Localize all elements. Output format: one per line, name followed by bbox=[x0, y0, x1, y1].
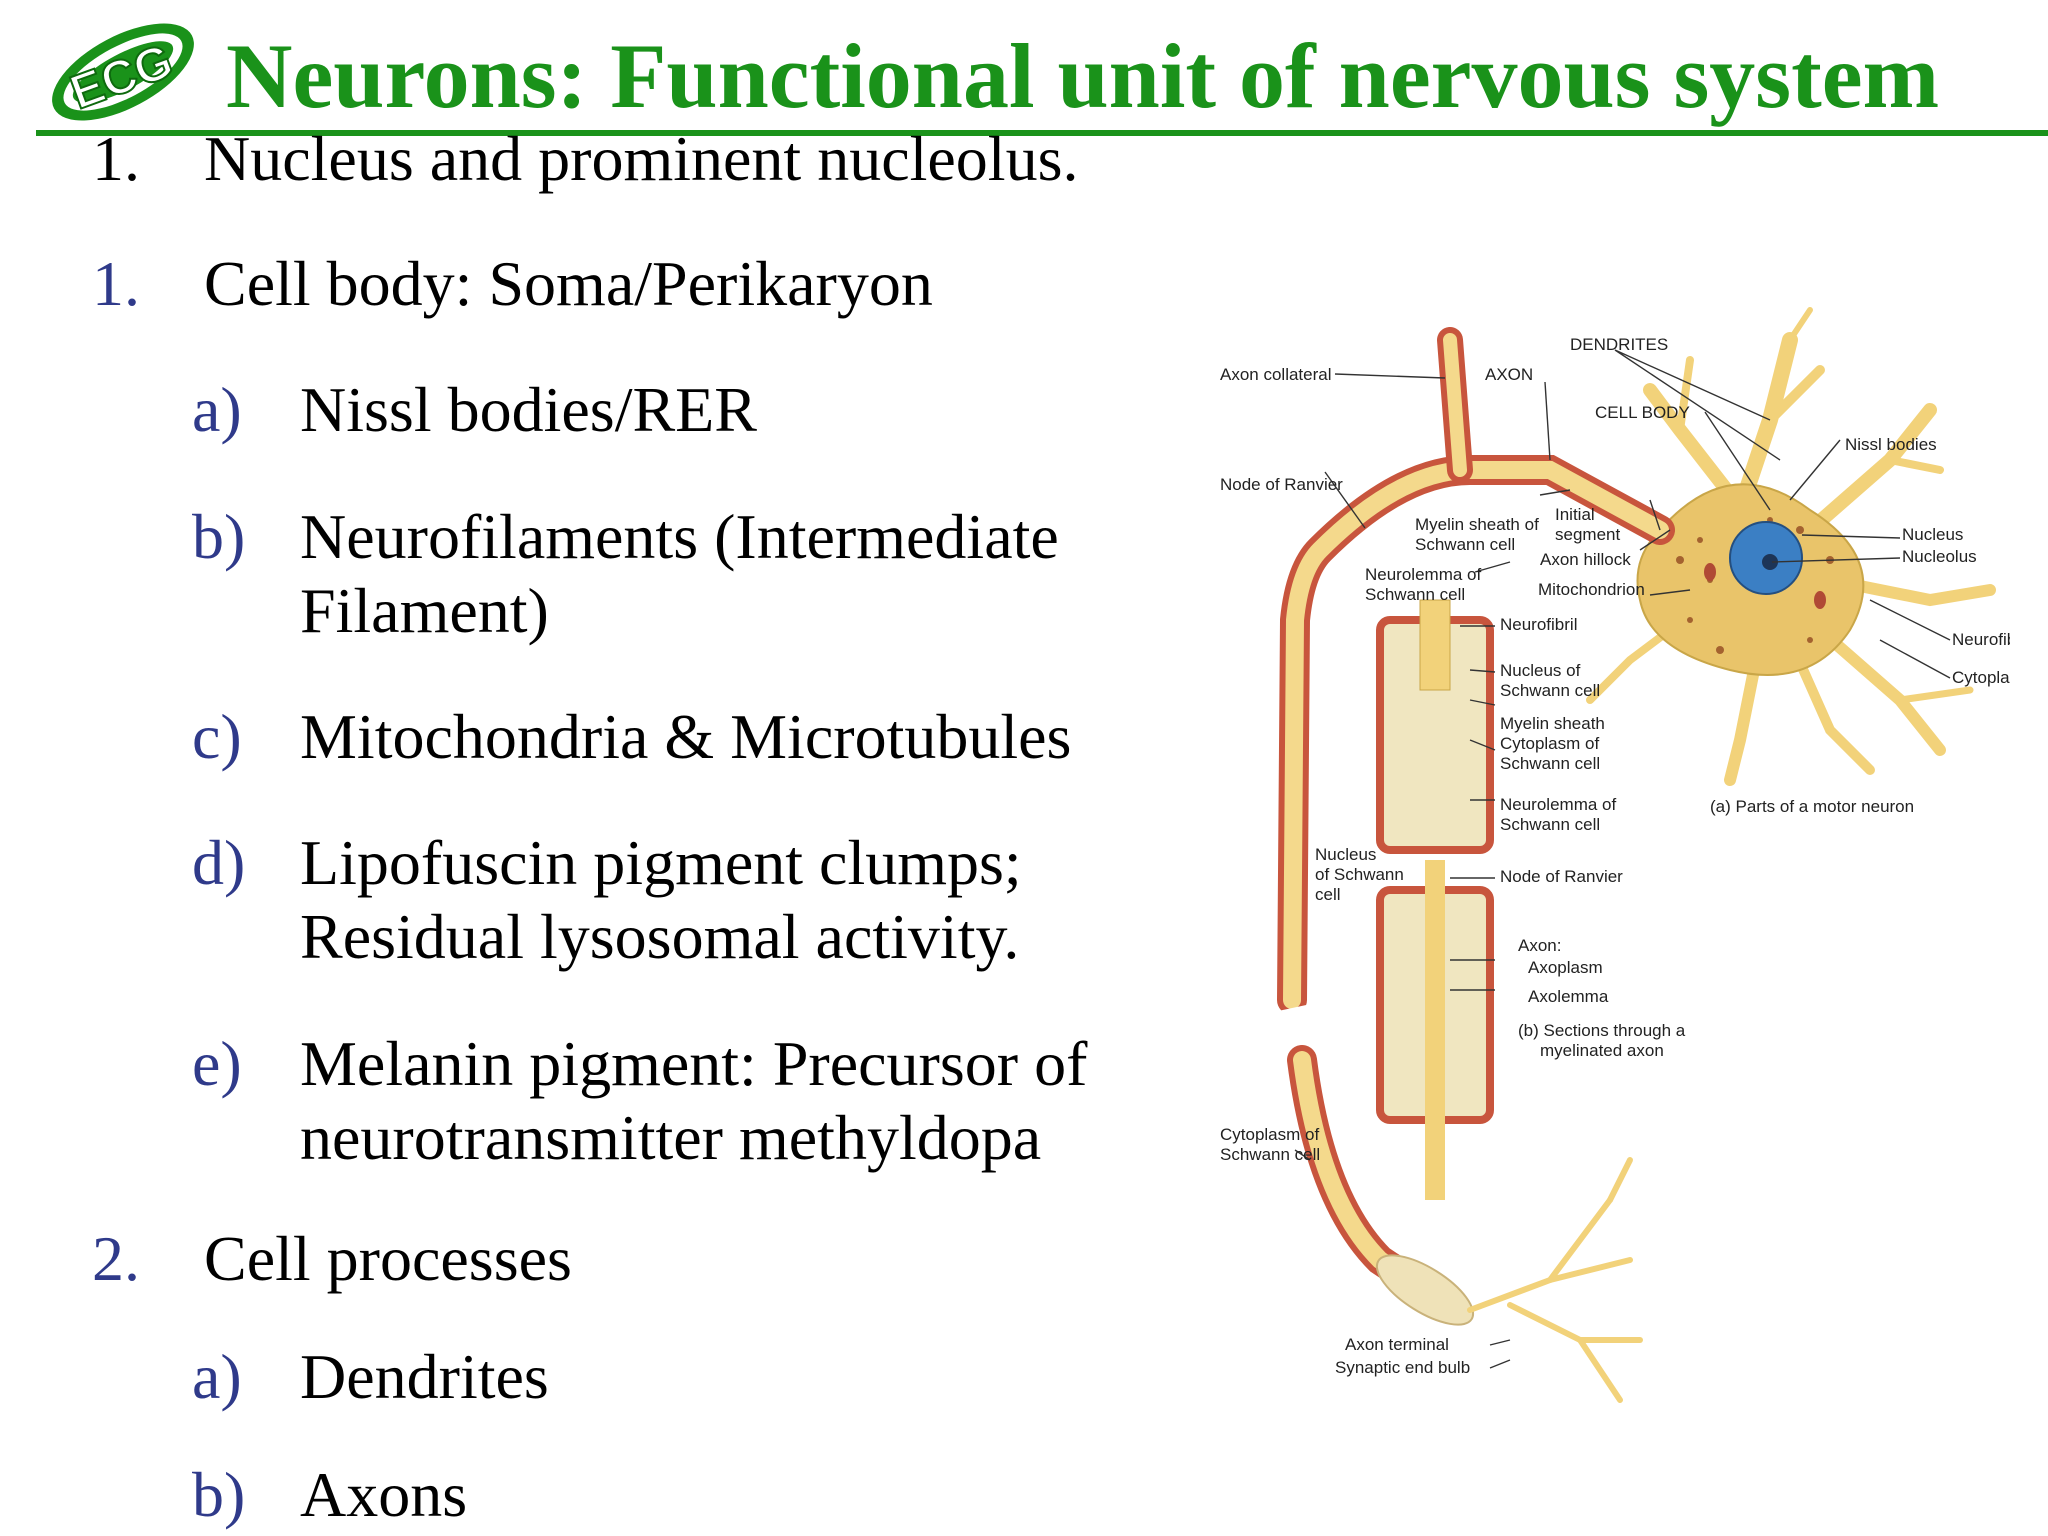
list-text: Mitochondria & Microtubules bbox=[300, 701, 1072, 772]
list-letter: e) bbox=[192, 1028, 242, 1099]
list-text: Lipofuscin pigment clumps; bbox=[300, 827, 1022, 898]
list-text: Neurofilaments (Intermediate bbox=[300, 501, 1059, 572]
nissl-bodies bbox=[1676, 517, 1834, 654]
svg-text:Schwann cell: Schwann cell bbox=[1500, 815, 1600, 834]
svg-text:Schwann cell: Schwann cell bbox=[1500, 681, 1600, 700]
list-letter: a) bbox=[192, 1341, 242, 1412]
list-text: Axons bbox=[300, 1459, 468, 1530]
svg-text:Schwann cell: Schwann cell bbox=[1220, 1145, 1320, 1164]
svg-text:Schwann cell: Schwann cell bbox=[1500, 754, 1600, 773]
ecg-logo: ECG bbox=[52, 23, 194, 121]
svg-text:Nucleus: Nucleus bbox=[1902, 525, 1963, 544]
axon bbox=[1277, 327, 1675, 1315]
svg-text:Nissl bodies: Nissl bodies bbox=[1845, 435, 1937, 454]
svg-text:of Schwann: of Schwann bbox=[1315, 865, 1404, 884]
list-text: Residual lysosomal activity. bbox=[300, 901, 1020, 972]
svg-text:Cytoplasm of: Cytoplasm of bbox=[1500, 734, 1599, 753]
list-number: 2. bbox=[92, 1223, 140, 1294]
svg-text:CELL BODY: CELL BODY bbox=[1595, 403, 1690, 422]
svg-text:Axoplasm: Axoplasm bbox=[1528, 958, 1603, 977]
svg-text:segment: segment bbox=[1555, 525, 1620, 544]
svg-text:Axon collateral: Axon collateral bbox=[1220, 365, 1332, 384]
page-title: Neurons: Functional unit of nervous syst… bbox=[226, 25, 1940, 127]
svg-text:Initial: Initial bbox=[1555, 505, 1595, 524]
list-letter: b) bbox=[192, 501, 246, 572]
svg-text:(a) Parts of a motor neuron: (a) Parts of a motor neuron bbox=[1710, 797, 1914, 816]
svg-text:Nucleus: Nucleus bbox=[1315, 845, 1376, 864]
svg-text:Myelin sheath: Myelin sheath bbox=[1500, 714, 1605, 733]
svg-text:Synaptic end bulb: Synaptic end bulb bbox=[1335, 1358, 1470, 1377]
list-text: Melanin pigment: Precursor of bbox=[300, 1028, 1088, 1099]
myelinated-axon-section bbox=[1376, 599, 1494, 1200]
list-number: 1. bbox=[92, 248, 140, 319]
svg-text:Neurolemma of: Neurolemma of bbox=[1500, 795, 1616, 814]
motor-neuron-diagram: Axon collateral AXON DENDRITES CELL BODY… bbox=[1220, 307, 2010, 1403]
list-text: Filament) bbox=[300, 575, 549, 646]
list-text: Nucleus and prominent nucleolus. bbox=[204, 123, 1079, 194]
list-letter: b) bbox=[192, 1459, 246, 1530]
list-letter: a) bbox=[192, 374, 242, 445]
svg-text:Node of Ranvier: Node of Ranvier bbox=[1500, 867, 1623, 886]
svg-text:Neurofibril: Neurofibril bbox=[1500, 615, 1577, 634]
svg-text:cell: cell bbox=[1315, 885, 1341, 904]
svg-text:DENDRITES: DENDRITES bbox=[1570, 335, 1668, 354]
svg-text:Axon:: Axon: bbox=[1518, 936, 1561, 955]
svg-text:Node of Ranvier: Node of Ranvier bbox=[1220, 475, 1343, 494]
svg-text:Myelin sheath of: Myelin sheath of bbox=[1415, 515, 1539, 534]
svg-text:Nucleolus: Nucleolus bbox=[1902, 547, 1977, 566]
svg-text:Schwann cell: Schwann cell bbox=[1415, 535, 1515, 554]
list-letter: c) bbox=[192, 701, 242, 772]
svg-text:Mitochondrion: Mitochondrion bbox=[1538, 580, 1645, 599]
svg-text:Axon hillock: Axon hillock bbox=[1540, 550, 1631, 569]
svg-text:Axolemma: Axolemma bbox=[1528, 987, 1609, 1006]
svg-text:Cytoplasm: Cytoplasm bbox=[1952, 668, 2010, 687]
list-letter: d) bbox=[192, 827, 246, 898]
svg-text:AXON: AXON bbox=[1485, 365, 1533, 384]
svg-text:Neurofibril: Neurofibril bbox=[1952, 630, 2010, 649]
list-text: Cell processes bbox=[204, 1223, 572, 1294]
svg-text:myelinated axon: myelinated axon bbox=[1540, 1041, 1664, 1060]
list-text: neurotransmitter methyldopa bbox=[300, 1102, 1042, 1173]
list-number: 1. bbox=[92, 123, 140, 194]
list-text: Cell body: Soma/Perikaryon bbox=[204, 248, 933, 319]
svg-text:Cytoplasm of: Cytoplasm of bbox=[1220, 1125, 1319, 1144]
title-underline bbox=[36, 130, 2048, 136]
nucleolus bbox=[1762, 554, 1778, 570]
svg-text:Schwann cell: Schwann cell bbox=[1365, 585, 1465, 604]
svg-text:Nucleus of: Nucleus of bbox=[1500, 661, 1581, 680]
svg-text:(b) Sections through a: (b) Sections through a bbox=[1518, 1021, 1686, 1040]
list-text: Nissl bodies/RER bbox=[300, 374, 757, 445]
list-text: Dendrites bbox=[300, 1341, 549, 1412]
dendrites bbox=[1586, 307, 1996, 786]
svg-text:Axon terminal: Axon terminal bbox=[1345, 1335, 1449, 1354]
svg-text:Neurolemma of: Neurolemma of bbox=[1365, 565, 1481, 584]
